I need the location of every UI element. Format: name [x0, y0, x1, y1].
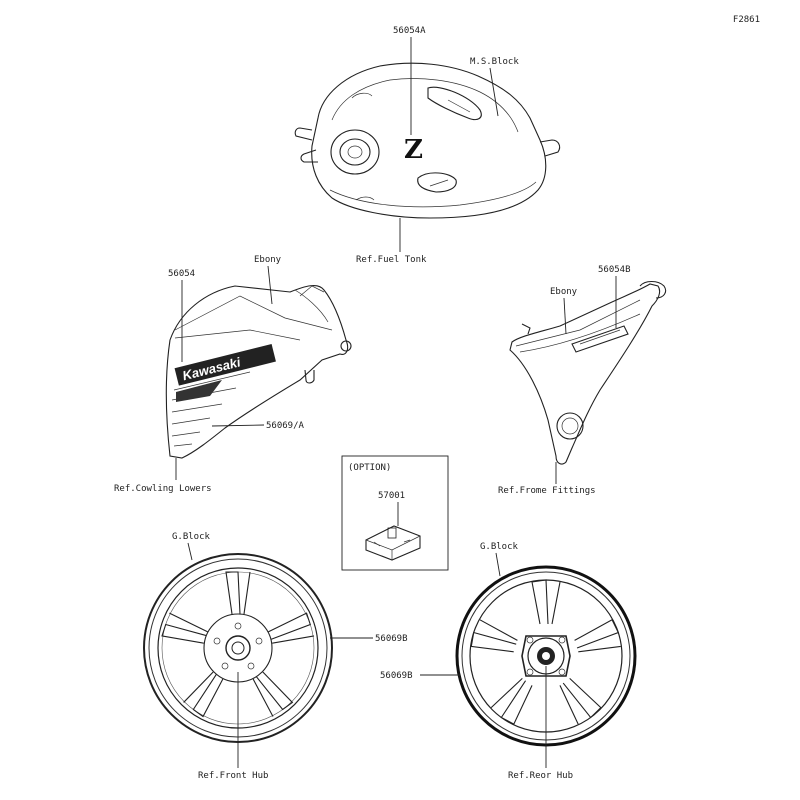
- label-ref-frame-fittings: Ref.Frome Fittings: [498, 486, 596, 496]
- label-56069B-rear: 56069B: [380, 671, 413, 681]
- label-ref-fuel-tank: Ref.Fuel Tonk: [356, 255, 427, 265]
- right-frame-cover: [509, 280, 667, 465]
- option-box: (OPTION) 57001: [341, 455, 449, 571]
- label-ref-rear-hub: Ref.Reor Hub: [508, 771, 573, 781]
- label-ref-cowling-lowers: Ref.Cowling Lowers: [114, 484, 212, 494]
- tank-z-emblem: Z: [404, 135, 423, 165]
- figure-code: F2861: [733, 15, 760, 25]
- label-g-black-rear: G.Block: [480, 542, 519, 552]
- cowling-brand-logo: Kawasaki: [181, 354, 243, 383]
- label-56069A: 56069/A: [266, 421, 305, 431]
- label-56069B-front: 56069B: [375, 634, 408, 644]
- label-56054A: 56054A: [393, 26, 426, 36]
- fuel-tank: Z: [294, 62, 561, 219]
- label-ebony-left: Ebony: [254, 255, 282, 265]
- label-ebony-right: Ebony: [550, 287, 578, 297]
- label-option: (OPTION): [348, 463, 391, 473]
- label-ms-black: M.S.Block: [470, 57, 519, 67]
- label-g-black-front: G.Block: [172, 532, 211, 542]
- label-56054B: 56054B: [598, 265, 631, 275]
- left-cowling: Kawasaki: [165, 284, 352, 459]
- label-57001: 57001: [378, 491, 405, 501]
- label-56054: 56054: [168, 269, 195, 279]
- label-ref-front-hub: Ref.Front Hub: [198, 771, 268, 781]
